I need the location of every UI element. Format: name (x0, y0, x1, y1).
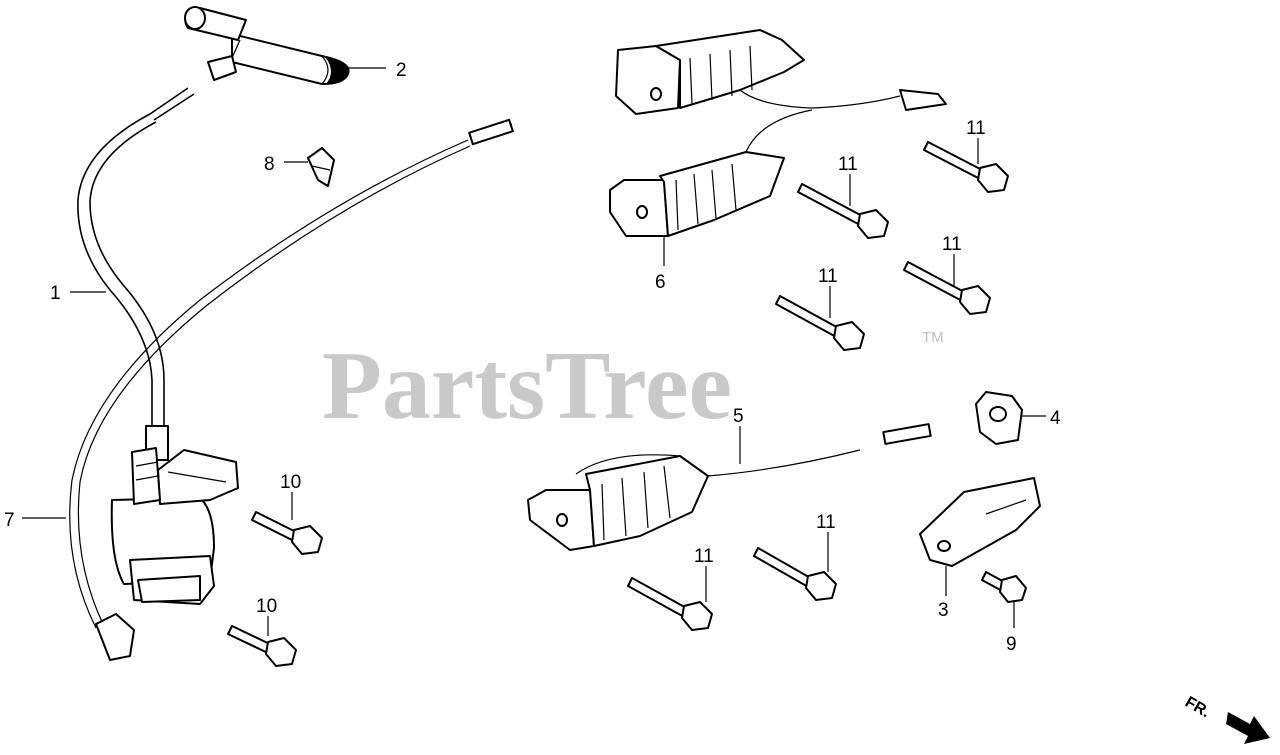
callout-11-f: 11 (816, 512, 836, 533)
callout-3: 3 (938, 600, 949, 621)
leader-lines (22, 67, 1046, 636)
bolt-11-e (627, 577, 713, 631)
callout-11-b: 11 (838, 154, 858, 175)
ground-wire (69, 118, 514, 661)
high-tension-cord (77, 87, 195, 461)
bolt-10-lower (227, 625, 297, 667)
callout-5: 5 (733, 406, 744, 427)
clip (307, 147, 335, 187)
callout-4: 4 (1050, 408, 1061, 429)
watermark-text: PartsTree (322, 332, 732, 440)
callout-1: 1 (50, 283, 61, 304)
callout-2: 2 (396, 60, 407, 81)
bolt-11-c (903, 261, 991, 315)
bolt-11-d (775, 295, 865, 351)
charge-coil-upper (615, 29, 947, 115)
spark-plug-cap (184, 6, 350, 85)
callout-11-d: 11 (818, 266, 838, 287)
callout-labels: 2 1 7 8 10 10 6 5 4 3 9 11 11 11 11 11 1… (4, 60, 1061, 655)
front-label: FR. (1182, 694, 1213, 722)
callout-7: 7 (4, 510, 15, 531)
callout-10-lower: 10 (256, 596, 277, 617)
callout-8: 8 (264, 154, 275, 175)
bolt-11-f (753, 547, 837, 601)
bolt-11-a (923, 141, 1009, 193)
callout-9: 9 (1006, 634, 1017, 655)
callout-11-c: 11 (942, 234, 962, 255)
watermark: PartsTree TM (322, 329, 944, 440)
bolt-9 (981, 571, 1027, 603)
callout-11-a: 11 (966, 118, 986, 139)
watermark-trademark: TM (922, 329, 944, 346)
charge-coil-lower (609, 109, 813, 237)
front-arrow-icon (1226, 712, 1270, 744)
bolt-10-upper (251, 511, 323, 555)
callout-11-e: 11 (694, 546, 714, 567)
ignition-coil (110, 447, 239, 605)
bolt-11-b (797, 183, 889, 239)
exciter-coil (527, 423, 932, 551)
front-direction-indicator: FR. (1182, 694, 1270, 744)
clamp-plate (919, 477, 1041, 567)
callout-10-upper: 10 (280, 472, 301, 493)
callout-6: 6 (655, 272, 666, 293)
grommet (975, 391, 1023, 445)
